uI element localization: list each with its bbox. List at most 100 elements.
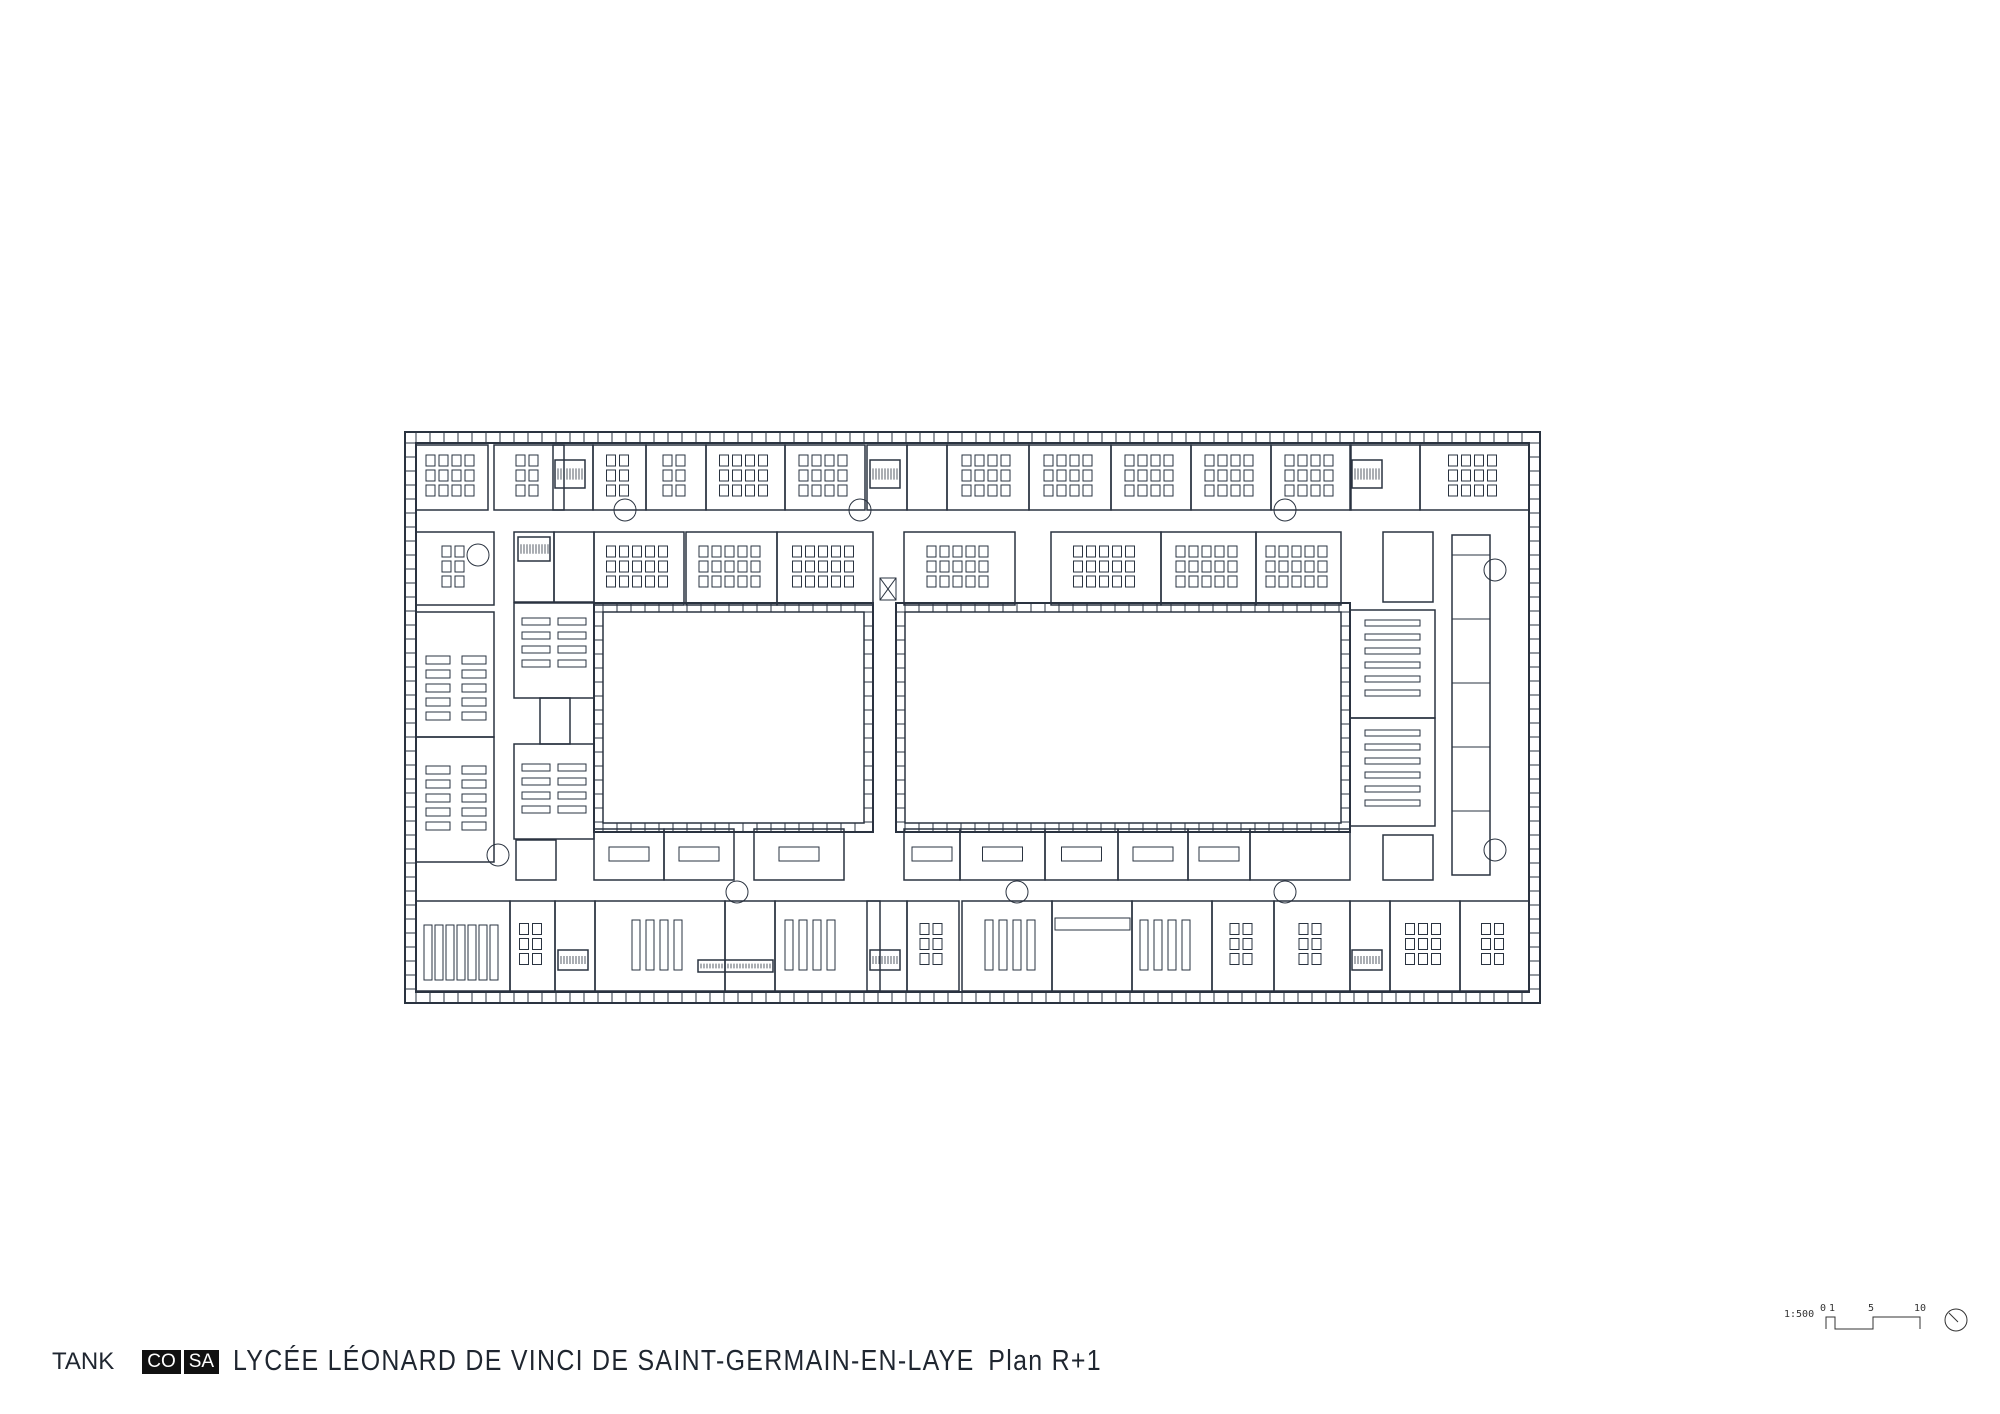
lab-bench	[798, 919, 808, 971]
desk	[811, 454, 822, 467]
meeting-room	[1249, 828, 1351, 881]
desk	[737, 560, 748, 573]
desk	[675, 469, 686, 482]
courtyard-inner	[602, 611, 865, 824]
classroom	[1050, 531, 1162, 606]
stair	[554, 459, 586, 489]
lab-bench	[478, 924, 488, 981]
desk	[606, 545, 616, 558]
desk	[425, 484, 436, 497]
desk	[987, 469, 998, 482]
desk	[952, 545, 963, 558]
desk	[745, 454, 755, 467]
desk	[1494, 938, 1504, 950]
classroom	[685, 531, 778, 606]
desk	[750, 560, 761, 573]
lab	[415, 611, 495, 738]
desk	[1000, 454, 1011, 467]
desk	[1201, 560, 1212, 573]
desk	[952, 575, 963, 588]
lab-bench	[425, 711, 451, 721]
desk	[1461, 454, 1471, 467]
scale-tick: 0	[1820, 1303, 1826, 1314]
classroom	[906, 900, 960, 992]
desk	[532, 953, 542, 965]
desk	[798, 469, 809, 482]
desk	[619, 560, 629, 573]
desk	[978, 545, 989, 558]
desk	[532, 938, 542, 950]
lift-shaft	[879, 577, 897, 601]
stair	[869, 949, 901, 971]
desk	[1405, 938, 1415, 950]
desk	[719, 454, 729, 467]
desk	[438, 484, 449, 497]
desk	[1230, 469, 1241, 482]
lab-bench	[461, 655, 487, 665]
desk	[1323, 469, 1334, 482]
lab-bench	[673, 919, 683, 971]
lab-bench	[812, 919, 822, 971]
desk	[675, 454, 686, 467]
desk	[750, 545, 761, 558]
building-outline	[404, 431, 1541, 1004]
logo-part: SA	[183, 1349, 220, 1374]
desk	[1284, 469, 1295, 482]
door-swing	[1005, 880, 1029, 904]
desk	[528, 454, 539, 467]
desk	[1317, 560, 1328, 573]
desk	[519, 938, 529, 950]
lab-bench	[461, 779, 487, 789]
desk	[978, 575, 989, 588]
scale-line	[1825, 1316, 1921, 1330]
stair	[517, 536, 551, 562]
bench	[521, 777, 551, 786]
desk	[1086, 560, 1096, 573]
desk	[919, 953, 930, 965]
bench	[557, 631, 587, 640]
desk	[745, 484, 755, 497]
desk	[1000, 469, 1011, 482]
desk	[515, 454, 526, 467]
desk	[1487, 469, 1497, 482]
bench	[1364, 647, 1421, 655]
plan-level: Plan R+1	[988, 1345, 1103, 1377]
door-swing	[725, 880, 749, 904]
stair	[1351, 949, 1383, 971]
desk	[519, 953, 529, 965]
desk	[805, 545, 815, 558]
desk	[1150, 454, 1161, 467]
scale-bar: 1:500 0 1 5 10	[1784, 1300, 1974, 1343]
desk	[824, 454, 835, 467]
drawing-title: LYCÉE LÉONARD DE VINCI DE SAINT-GERMAIN-…	[233, 1345, 1102, 1378]
desk	[1487, 484, 1497, 497]
desk	[1099, 545, 1109, 558]
desk	[1217, 469, 1228, 482]
desk	[952, 560, 963, 573]
desk	[961, 454, 972, 467]
lab-bench	[456, 924, 466, 981]
desk	[632, 560, 642, 573]
desk	[1265, 545, 1276, 558]
bench	[1364, 799, 1421, 807]
desk	[1243, 469, 1254, 482]
meeting-room	[1187, 828, 1251, 881]
corridor-wall	[1451, 534, 1491, 876]
store	[539, 697, 571, 745]
desk	[1188, 560, 1199, 573]
lab-bench	[461, 683, 487, 693]
desk	[441, 560, 452, 573]
desk	[758, 469, 768, 482]
desk	[464, 484, 475, 497]
lab-bench	[425, 779, 451, 789]
desk	[961, 484, 972, 497]
desk	[1405, 953, 1415, 965]
desk	[1405, 923, 1415, 935]
meeting-table	[778, 846, 820, 862]
desk	[1227, 545, 1238, 558]
desk	[1323, 454, 1334, 467]
bench	[557, 791, 587, 800]
desk	[1494, 923, 1504, 935]
desk	[515, 484, 526, 497]
